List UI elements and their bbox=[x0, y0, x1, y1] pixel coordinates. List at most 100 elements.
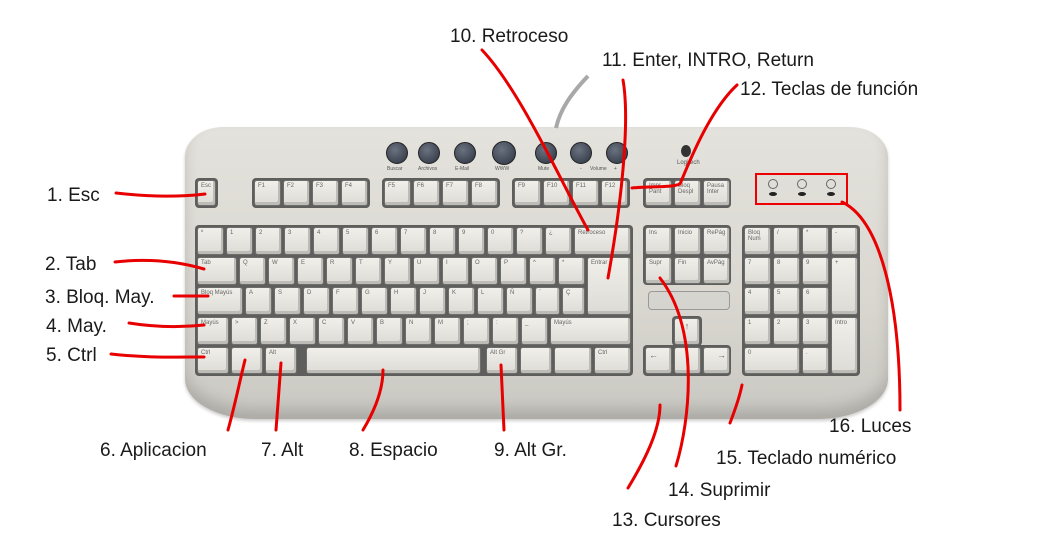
f4-key[interactable]: F4 bbox=[341, 180, 368, 206]
key[interactable]: F bbox=[332, 287, 359, 315]
f10-key[interactable]: F10 bbox=[543, 180, 570, 206]
key[interactable]: R bbox=[326, 257, 353, 285]
key[interactable]: 5 bbox=[342, 227, 369, 255]
key[interactable]: B bbox=[376, 317, 403, 345]
f6-key[interactable]: F6 bbox=[413, 180, 440, 206]
delete-key[interactable]: Supr bbox=[645, 257, 672, 284]
key[interactable]: ; bbox=[463, 317, 490, 345]
scroll-lock-key[interactable]: Bloq Despl bbox=[674, 180, 701, 206]
numpad-9-key[interactable]: 9 bbox=[802, 257, 829, 285]
key[interactable]: V bbox=[347, 317, 374, 345]
key[interactable]: ¿ bbox=[545, 227, 572, 255]
key[interactable]: N bbox=[405, 317, 432, 345]
files-media-button[interactable] bbox=[418, 142, 440, 164]
num-lock-key[interactable]: Bloq Num bbox=[744, 227, 771, 255]
key[interactable]: * bbox=[558, 257, 585, 285]
key[interactable]: : bbox=[492, 317, 519, 345]
numpad-decimal-key[interactable]: . bbox=[802, 347, 829, 374]
key[interactable]: L bbox=[477, 287, 504, 315]
right-windows-key[interactable] bbox=[520, 347, 552, 374]
esc-key[interactable]: Esc bbox=[197, 180, 216, 206]
numpad-enter-key[interactable]: Intro bbox=[831, 317, 858, 374]
numpad-4-key[interactable]: 4 bbox=[744, 287, 771, 315]
key[interactable]: M bbox=[434, 317, 461, 345]
f12-key[interactable]: F12 bbox=[601, 180, 628, 206]
right-shift-key[interactable]: Mayús bbox=[550, 317, 631, 345]
menu-key[interactable] bbox=[554, 347, 592, 374]
key[interactable]: 6 bbox=[371, 227, 398, 255]
pause-key[interactable]: Pausa Inter bbox=[703, 180, 730, 206]
f8-key[interactable]: F8 bbox=[471, 180, 498, 206]
key[interactable]: > bbox=[231, 317, 258, 345]
right-arrow-key[interactable]: → bbox=[703, 347, 730, 374]
key[interactable]: 0 bbox=[487, 227, 514, 255]
key[interactable]: Z bbox=[260, 317, 287, 345]
end-key[interactable]: Fin bbox=[674, 257, 701, 284]
numpad-6-key[interactable]: 6 bbox=[802, 287, 829, 315]
key[interactable]: C bbox=[318, 317, 345, 345]
insert-key[interactable]: Ins bbox=[645, 227, 672, 255]
key[interactable]: X bbox=[289, 317, 316, 345]
key[interactable]: ^ bbox=[529, 257, 556, 285]
key[interactable]: D bbox=[303, 287, 330, 315]
up-arrow-key[interactable]: ↑ bbox=[674, 318, 700, 345]
volume-down-button[interactable] bbox=[570, 142, 592, 164]
key[interactable]: 7 bbox=[400, 227, 427, 255]
f1-key[interactable]: F1 bbox=[254, 180, 281, 206]
f5-key[interactable]: F5 bbox=[384, 180, 411, 206]
numpad-minus-key[interactable]: - bbox=[831, 227, 858, 255]
numpad-5-key[interactable]: 5 bbox=[773, 287, 800, 315]
key[interactable]: H bbox=[390, 287, 417, 315]
key[interactable]: S bbox=[274, 287, 301, 315]
backspace-key[interactable]: Retroceso bbox=[574, 227, 631, 255]
key[interactable]: 4 bbox=[313, 227, 340, 255]
key[interactable]: 9 bbox=[458, 227, 485, 255]
email-media-button[interactable] bbox=[454, 142, 476, 164]
numpad-divide-key[interactable]: / bbox=[773, 227, 800, 255]
key[interactable]: Y bbox=[384, 257, 411, 285]
search-media-button[interactable] bbox=[386, 142, 408, 164]
page-up-key[interactable]: RePág bbox=[703, 227, 730, 255]
right-ctrl-key[interactable]: Ctrl bbox=[594, 347, 631, 374]
key[interactable]: º bbox=[197, 227, 224, 255]
key[interactable]: I bbox=[442, 257, 469, 285]
left-ctrl-key[interactable]: Ctrl bbox=[197, 347, 229, 374]
space-bar[interactable] bbox=[306, 347, 481, 374]
key[interactable]: O bbox=[471, 257, 498, 285]
tab-key[interactable]: Tab bbox=[197, 257, 237, 285]
key[interactable]: 2 bbox=[255, 227, 282, 255]
key[interactable]: J bbox=[419, 287, 446, 315]
numpad-3-key[interactable]: 3 bbox=[802, 317, 829, 345]
key[interactable]: ¨ bbox=[535, 287, 560, 315]
key[interactable]: P bbox=[500, 257, 527, 285]
key[interactable]: G bbox=[361, 287, 388, 315]
left-shift-key[interactable]: Mayús bbox=[197, 317, 229, 345]
numpad-2-key[interactable]: 2 bbox=[773, 317, 800, 345]
f3-key[interactable]: F3 bbox=[312, 180, 339, 206]
left-windows-key[interactable] bbox=[231, 347, 263, 374]
key[interactable]: T bbox=[355, 257, 382, 285]
key[interactable]: Ñ bbox=[506, 287, 533, 315]
numpad-1-key[interactable]: 1 bbox=[744, 317, 771, 345]
key[interactable]: A bbox=[245, 287, 272, 315]
numpad-7-key[interactable]: 7 bbox=[744, 257, 771, 285]
caps-lock-key[interactable]: Bloq Mayús bbox=[197, 287, 243, 315]
key[interactable]: 8 bbox=[429, 227, 456, 255]
key[interactable]: Q bbox=[239, 257, 266, 285]
key[interactable]: K bbox=[448, 287, 475, 315]
page-down-key[interactable]: AvPág bbox=[703, 257, 730, 284]
left-arrow-key[interactable]: ← bbox=[645, 347, 672, 374]
key[interactable]: Ç bbox=[562, 287, 585, 315]
key[interactable]: U bbox=[413, 257, 440, 285]
numpad-8-key[interactable]: 8 bbox=[773, 257, 800, 285]
key[interactable]: W bbox=[268, 257, 295, 285]
numpad-plus-key[interactable]: + bbox=[831, 257, 858, 315]
f7-key[interactable]: F7 bbox=[442, 180, 469, 206]
numpad-multiply-key[interactable]: * bbox=[802, 227, 829, 255]
f11-key[interactable]: F11 bbox=[572, 180, 599, 206]
f2-key[interactable]: F2 bbox=[283, 180, 310, 206]
numpad-0-key[interactable]: 0 bbox=[744, 347, 800, 374]
f9-key[interactable]: F9 bbox=[514, 180, 541, 206]
key[interactable]: 1 bbox=[226, 227, 253, 255]
www-media-button[interactable] bbox=[492, 141, 516, 165]
